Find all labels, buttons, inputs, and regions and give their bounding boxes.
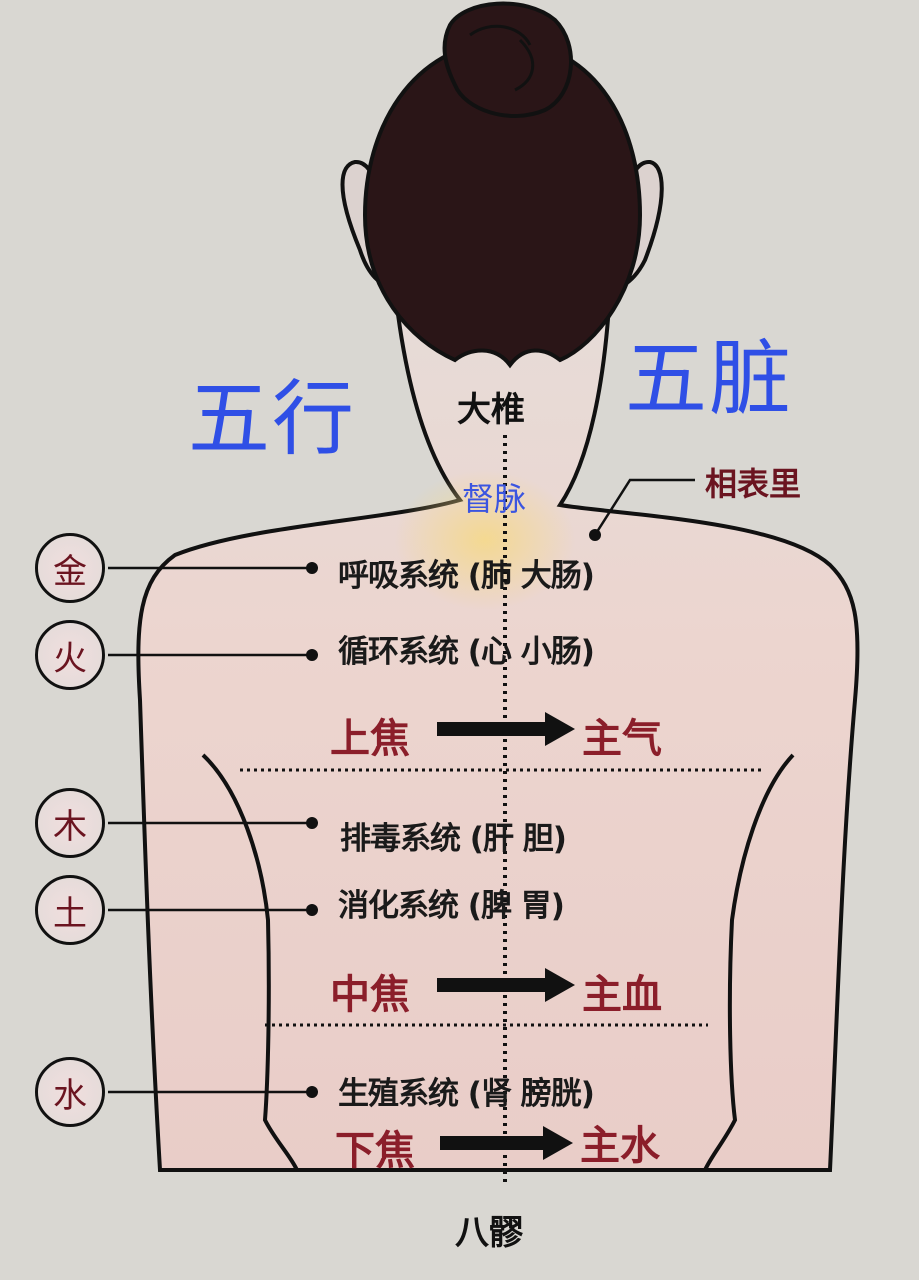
system-detox: 排毒系统 (肝 胆): [340, 821, 567, 857]
element-wood-circle: 木: [35, 788, 105, 858]
du-meridian-label: 督脉: [462, 480, 527, 518]
title-wuxing: 五行: [188, 372, 357, 467]
baliao-label: 八髎: [455, 1213, 523, 1253]
upper-burner-function: 主气: [582, 716, 662, 762]
element-earth-circle: 土: [35, 875, 105, 945]
middle-burner-function: 主血: [582, 972, 662, 1018]
lower-burner-label: 下焦: [335, 1128, 415, 1174]
upper-burner-label: 上焦: [330, 716, 410, 762]
element-connectors: [108, 566, 312, 1094]
system-respiratory: 呼吸系统 (肺 大肠): [338, 558, 595, 594]
hair-bun: [442, 1, 573, 118]
system-digestive: 消化系统 (脾 胃): [338, 888, 565, 924]
system-circulatory: 循环系统 (心 小肠): [338, 634, 595, 670]
hair: [362, 37, 643, 369]
annotation-leader: [593, 478, 695, 536]
arrows: [437, 712, 575, 1160]
element-fire-circle: 火: [35, 620, 105, 690]
element-water-circle: 水: [35, 1057, 105, 1127]
system-reproductive: 生殖系统 (肾 膀胱): [338, 1076, 595, 1112]
title-wuzang: 五脏: [625, 332, 794, 427]
middle-burner-label: 中焦: [330, 972, 410, 1018]
dazhui-label: 大椎: [457, 390, 525, 430]
right-arm-inner: [703, 753, 795, 1171]
interior-exterior-label: 相表里: [705, 465, 802, 503]
lower-burner-function: 主水: [580, 1123, 660, 1169]
element-metal-circle: 金: [35, 533, 105, 603]
left-arm-inner: [201, 753, 299, 1171]
